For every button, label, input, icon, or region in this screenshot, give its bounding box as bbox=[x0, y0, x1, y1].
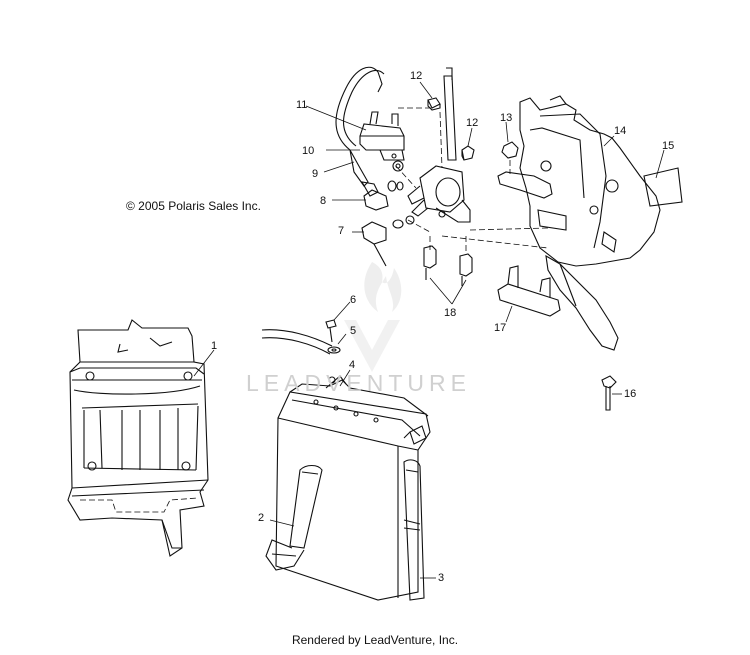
callout-15: 15 bbox=[662, 140, 674, 152]
pin-part-16 bbox=[601, 375, 617, 411]
solenoid-assembly bbox=[335, 66, 549, 286]
callout-4: 4 bbox=[349, 359, 355, 371]
callout-7: 7 bbox=[338, 225, 344, 237]
callout-6: 6 bbox=[350, 294, 356, 306]
callout-2: 2 bbox=[258, 512, 264, 524]
battery-part-4 bbox=[275, 375, 431, 601]
callout-11: 11 bbox=[296, 99, 307, 111]
ground-cable bbox=[261, 319, 341, 355]
plate-part-17 bbox=[497, 265, 561, 317]
callout-10: 10 bbox=[302, 145, 314, 157]
bracket-part-14 bbox=[497, 95, 683, 351]
callout-5: 5 bbox=[350, 325, 356, 337]
callout-14: 14 bbox=[614, 125, 626, 137]
callout-1: 1 bbox=[211, 340, 217, 352]
battery-box-part-1 bbox=[67, 319, 209, 557]
callout-18: 18 bbox=[444, 307, 456, 319]
leader-lines bbox=[193, 81, 665, 579]
copyright-text: © 2005 Polaris Sales Inc. bbox=[126, 199, 261, 213]
cable-part-3 bbox=[403, 459, 425, 601]
callout-8: 8 bbox=[320, 195, 326, 207]
callout-9: 9 bbox=[312, 168, 318, 180]
callout-12-a: 12 bbox=[410, 70, 422, 82]
watermark-logo bbox=[344, 262, 402, 372]
callout-12-b: 12 bbox=[466, 117, 478, 129]
watermark-text: LEADVENTURE bbox=[246, 370, 471, 396]
callout-3: 3 bbox=[438, 572, 444, 584]
footer-credit: Rendered by LeadVenture, Inc. bbox=[291, 633, 459, 647]
callout-17: 17 bbox=[494, 322, 506, 334]
callout-13: 13 bbox=[500, 112, 512, 124]
cable-part-2 bbox=[265, 464, 323, 571]
callout-16: 16 bbox=[624, 388, 636, 400]
callout-labels: 1 2 3 4 5 6 7 8 9 10 11 12 12 13 14 15 1… bbox=[211, 70, 674, 584]
